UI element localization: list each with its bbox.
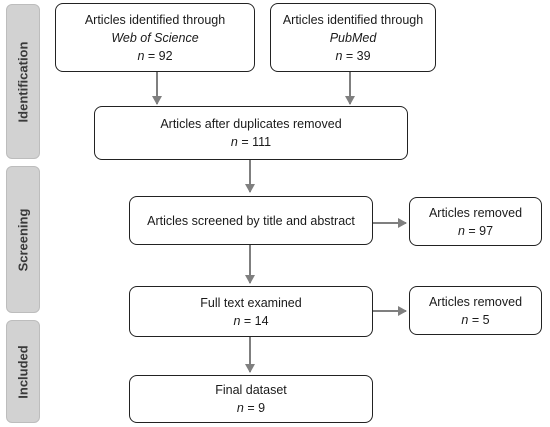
box-pubmed-title: Articles identified through <box>282 12 424 27</box>
box-web-of-science-source: Web of Science <box>111 30 199 45</box>
phase-screening: Screening <box>6 166 40 313</box>
box-after-duplicates-count: n = 111 <box>230 135 272 149</box>
box-removed-full-text: Articles removed n = 5 <box>409 286 542 335</box>
box-after-duplicates: Articles after duplicates removed n = 11… <box>94 106 408 160</box>
phase-identification: Identification <box>6 4 40 159</box>
box-final-dataset-count: n = 9 <box>236 401 266 415</box>
box-pubmed-source: PubMed <box>329 30 377 45</box>
box-final-dataset: Final dataset n = 9 <box>129 375 373 423</box>
box-web-of-science: Articles identified through Web of Scien… <box>55 3 255 72</box>
box-removed-screening-count: n = 97 <box>457 223 494 238</box>
box-removed-full-text-title: Articles removed <box>428 294 523 309</box>
box-removed-screening-title: Articles removed <box>428 205 523 220</box>
box-web-of-science-count: n = 92 <box>137 48 173 63</box>
box-full-text-count: n = 14 <box>233 313 269 328</box>
box-pubmed: Articles identified through PubMed n = 3… <box>270 3 436 72</box>
box-final-dataset-title: Final dataset <box>215 383 287 397</box>
phase-included: Included <box>6 320 40 423</box>
box-screened: Articles screened by title and abstract <box>129 196 373 245</box>
box-full-text: Full text examined n = 14 <box>129 286 373 337</box>
box-pubmed-count: n = 39 <box>335 48 371 63</box>
box-removed-full-text-count: n = 5 <box>461 312 490 327</box>
box-removed-screening: Articles removed n = 97 <box>409 197 542 246</box>
box-web-of-science-title: Articles identified through <box>84 12 226 27</box>
box-screened-title: Articles screened by title and abstract <box>147 213 355 228</box>
box-full-text-title: Full text examined <box>200 295 302 310</box>
box-after-duplicates-title: Articles after duplicates removed <box>160 117 342 131</box>
